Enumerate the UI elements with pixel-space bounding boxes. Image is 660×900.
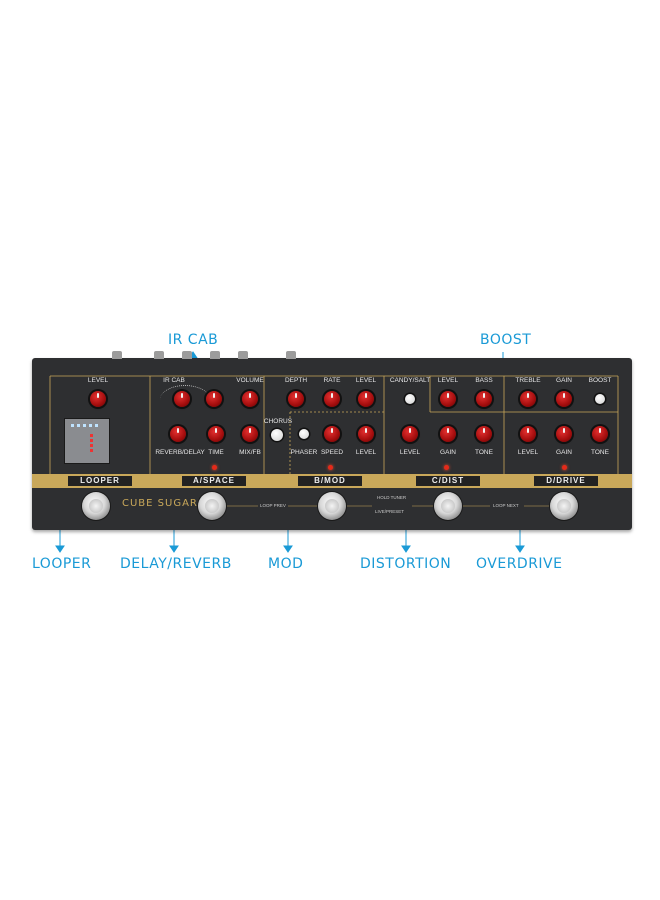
reverb-delay-knob[interactable] <box>170 426 186 442</box>
display-blue-leds <box>71 424 101 427</box>
boost-button[interactable] <box>595 394 605 404</box>
label-mix-fb: MIX/FB <box>239 449 261 456</box>
label-d-tone: TONE <box>591 449 609 456</box>
label-ir-cab: IR CAB <box>163 377 185 384</box>
callout-ir-cab: IR CAB <box>168 332 219 348</box>
label-c-gain: GAIN <box>440 449 456 456</box>
label-looper-level: LEVEL <box>87 377 109 384</box>
label-b-level: LEVEL <box>355 377 377 384</box>
b-level2-knob[interactable] <box>358 426 374 442</box>
arrow-overdrive <box>515 545 525 553</box>
candy-salt-button[interactable] <box>405 394 415 404</box>
mix-fb-knob[interactable] <box>242 426 258 442</box>
ir-cab-knob[interactable] <box>206 391 222 407</box>
section-a-space: A/SPACE <box>182 476 246 486</box>
a-space-led <box>211 464 217 470</box>
footswitch-b-mod[interactable] <box>318 492 346 520</box>
phaser-button[interactable] <box>299 429 309 439</box>
label-c-level: LEVEL <box>437 377 459 384</box>
ir-cab-selector-knob[interactable] <box>174 391 190 407</box>
treble-knob[interactable] <box>520 391 536 407</box>
note-loop-next: LOOP NEXT <box>493 503 519 508</box>
footswitch-guide-lines <box>226 505 550 507</box>
callout-mod: MOD <box>268 556 304 572</box>
callout-looper: LOOPER <box>32 556 92 572</box>
bass-knob[interactable] <box>476 391 492 407</box>
arrow-delay-reverb <box>169 545 179 553</box>
pedal-body: LEVEL IR CAB VOLUME REVERB/DELAY TIME MI… <box>32 351 632 530</box>
label-rate: RATE <box>323 377 341 384</box>
rate-knob[interactable] <box>324 391 340 407</box>
b-level-knob[interactable] <box>358 391 374 407</box>
c-top-level-knob[interactable] <box>440 391 456 407</box>
looper-level-knob[interactable] <box>90 391 106 407</box>
footswitch-a-space[interactable] <box>198 492 226 520</box>
arrow-looper <box>55 545 65 553</box>
section-c-dist: C/DIST <box>416 476 480 486</box>
label-b-level2: LEVEL <box>355 449 377 456</box>
speed-knob[interactable] <box>324 426 340 442</box>
label-boost: BOOST <box>588 377 612 384</box>
label-reverb-delay: REVERB/DELAY <box>155 449 205 456</box>
note-live-preset: LIVE/PRESET <box>375 509 405 514</box>
footswitch-d-drive[interactable] <box>550 492 578 520</box>
d-top-gain-knob[interactable] <box>556 391 572 407</box>
note-hold-tuner: HOLD TUNER <box>377 495 407 500</box>
looper-display <box>64 418 110 464</box>
label-bass: BASS <box>475 377 493 384</box>
selector-dial-ticks <box>160 385 210 414</box>
section-looper: LOOPER <box>68 476 132 486</box>
label-time: TIME <box>208 449 224 456</box>
label-c-tone: TONE <box>475 449 493 456</box>
time-knob[interactable] <box>208 426 224 442</box>
label-d-gain-top: GAIN <box>556 377 572 384</box>
label-d-level: LEVEL <box>517 449 539 456</box>
d-tone-knob[interactable] <box>592 426 608 442</box>
d-drive-led <box>561 464 567 470</box>
chorus-button[interactable] <box>271 429 283 441</box>
d-level-knob[interactable] <box>520 426 536 442</box>
label-chorus: CHORUS <box>263 418 293 425</box>
label-d-gain: GAIN <box>556 449 572 456</box>
c-tone-knob[interactable] <box>476 426 492 442</box>
brand-logo: CUBE SUGAR <box>122 498 198 509</box>
arrow-distortion <box>401 545 411 553</box>
depth-knob[interactable] <box>288 391 304 407</box>
c-level-knob[interactable] <box>402 426 418 442</box>
note-loop-prev: LOOP PREV <box>260 503 286 508</box>
label-c-level2: LEVEL <box>399 449 421 456</box>
input-jack-4 <box>210 351 220 359</box>
label-speed: SPEED <box>320 449 344 456</box>
volume-knob[interactable] <box>242 391 258 407</box>
input-jack-5 <box>238 351 248 359</box>
section-dividers <box>49 375 619 474</box>
input-jack-1 <box>112 351 122 359</box>
c-dist-led <box>443 464 449 470</box>
label-volume: VOLUME <box>236 377 264 384</box>
section-b-mod: B/MOD <box>298 476 362 486</box>
label-candy-salt: CANDY/SALT <box>389 377 431 384</box>
callout-distortion: DISTORTION <box>360 556 452 572</box>
display-red-digit <box>90 434 93 452</box>
callout-delay-reverb: DELAY/REVERB <box>120 556 232 572</box>
label-treble: TREBLE <box>515 377 541 384</box>
label-depth: DEPTH <box>284 377 308 384</box>
input-jack-3 <box>182 351 192 359</box>
c-gain-knob[interactable] <box>440 426 456 442</box>
b-mod-led <box>327 464 333 470</box>
section-d-drive: D/DRIVE <box>534 476 598 486</box>
arrow-mod <box>283 545 293 553</box>
input-jack-2 <box>154 351 164 359</box>
input-jack-6 <box>286 351 296 359</box>
label-phaser: PHASER <box>290 449 318 456</box>
callout-boost: BOOST <box>480 332 532 348</box>
footswitch-c-dist[interactable] <box>434 492 462 520</box>
callout-overdrive: OVERDRIVE <box>476 556 563 572</box>
footswitch-looper[interactable] <box>82 492 110 520</box>
d-gain-knob[interactable] <box>556 426 572 442</box>
